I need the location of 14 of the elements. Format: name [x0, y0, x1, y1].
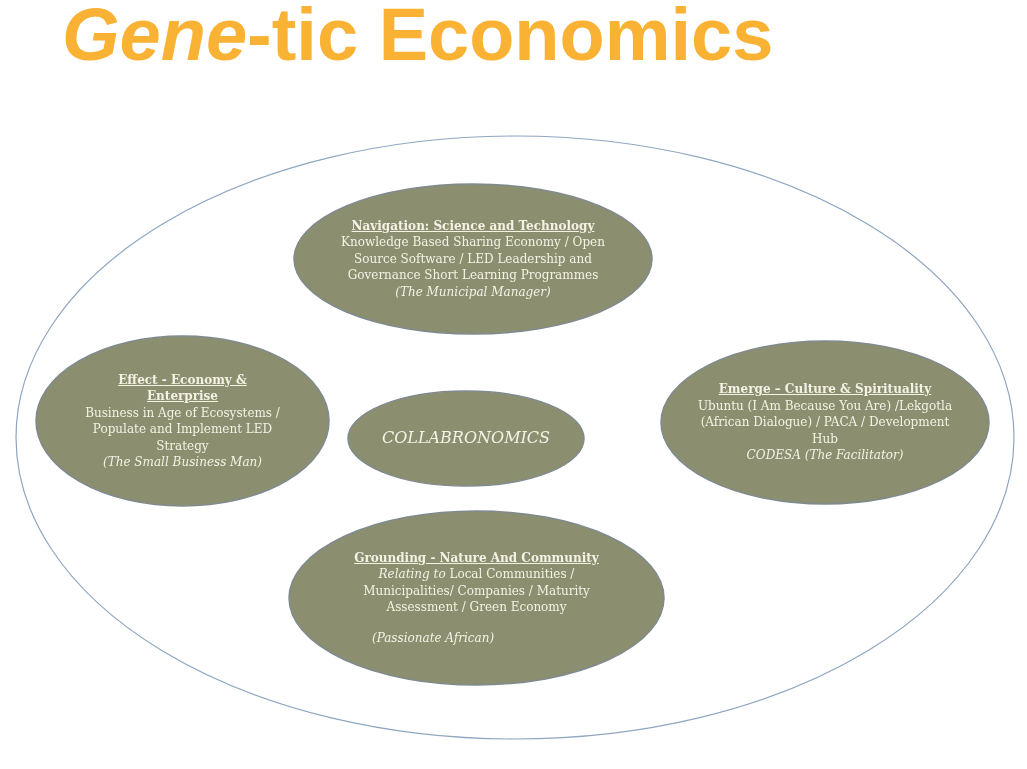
- center-label: COLLABRONOMICS: [381, 430, 551, 447]
- body-text: Business in Age of Ecosystems / Populate and Implement LED Strategy: [85, 404, 280, 454]
- body-text: Knowledge Based Sharing Economy / Open Source Software / LED Leadership and Governance Short Learning Programmes: [340, 234, 606, 284]
- title: Gene-tic Economics: [62, 0, 774, 77]
- heading: Navigation: Science and Technology: [351, 217, 595, 235]
- role-text: (The Municipal Manager): [395, 283, 551, 301]
- role-text: (The Small Business Man): [103, 454, 262, 471]
- role-text: CODESA (The Facilitator): [746, 447, 904, 464]
- body-text: Relating to Local Communities / Municipalities/ Companies / Maturity Assessment / Green Economy: [362, 566, 591, 616]
- body-text: Ubuntu (I Am Because You Are) /Lekgotla (African Dialogue) / PACA / Development Hub: [696, 397, 954, 448]
- heading: Grounding - Nature And Community: [354, 549, 599, 567]
- heading: Effect - Economy & Enterprise: [117, 371, 248, 405]
- heading: Emerge – Culture & Spirituality: [718, 381, 932, 398]
- role-text: (Passionate African): [372, 629, 495, 647]
